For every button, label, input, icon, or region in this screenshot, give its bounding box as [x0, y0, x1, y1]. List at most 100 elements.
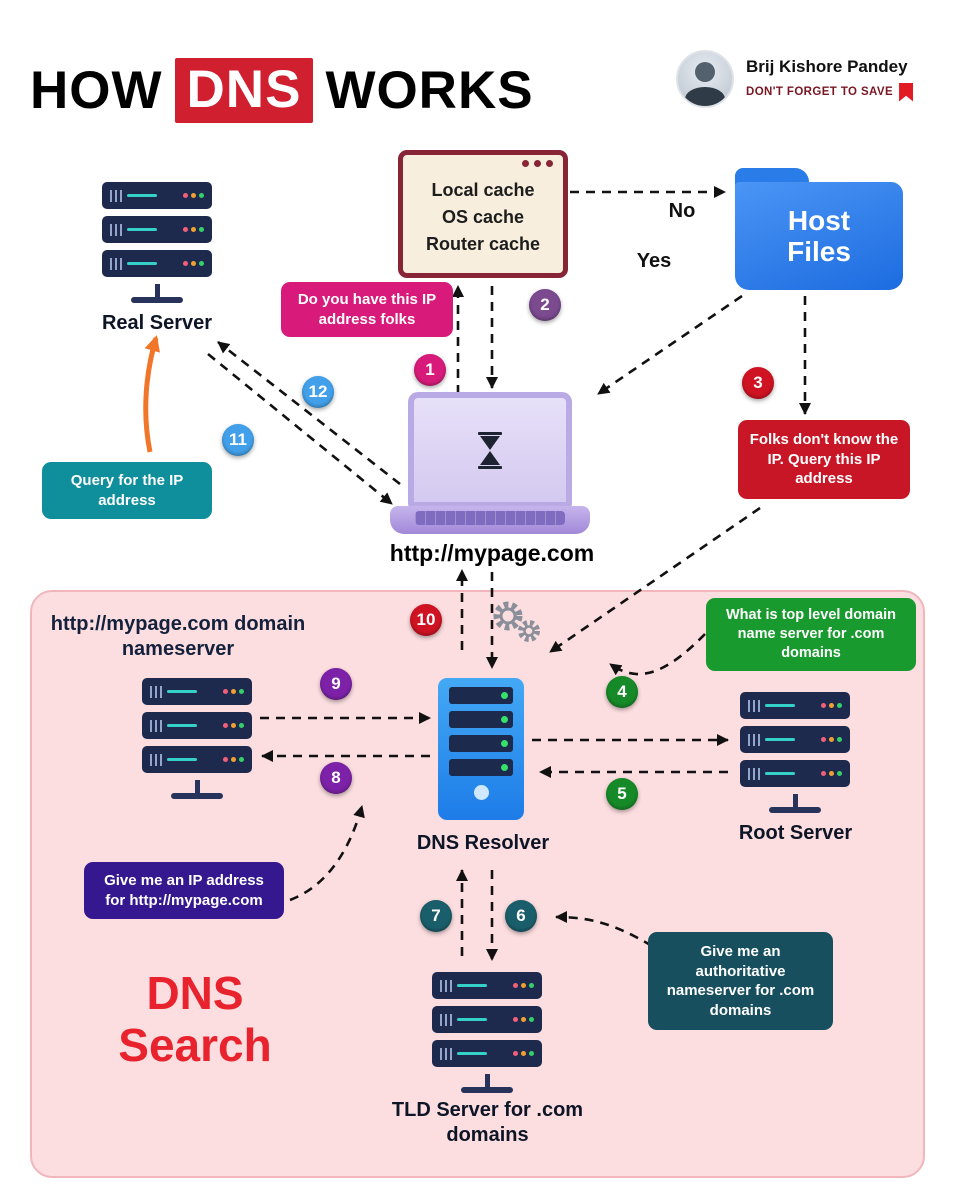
callout-do-you-have: Do you have this IP address folks [281, 282, 453, 337]
server-unit [142, 746, 252, 773]
server-stand [769, 794, 821, 813]
server-line [765, 704, 795, 707]
window-dots-icon [522, 160, 553, 167]
callout-query-ip: Query for the IP address [42, 462, 212, 519]
status-leds [513, 1017, 534, 1022]
step-badge-12: 12 [302, 376, 334, 408]
avatar-head [695, 62, 715, 82]
status-leds [223, 689, 244, 694]
server-unit [142, 678, 252, 705]
step-badge-5: 5 [606, 778, 638, 810]
server-line [127, 194, 157, 197]
step-badge-4: 4 [606, 676, 638, 708]
server-vents-icon [748, 699, 760, 712]
label-no: No [668, 200, 696, 222]
folder-label: Host Files [735, 182, 903, 290]
server-unit [102, 250, 212, 277]
server-unit [740, 760, 850, 787]
real-server-label: Real Server [101, 312, 213, 334]
resolver-slot [449, 759, 513, 776]
callout-give-me-ip: Give me an IP address for http://mypage.… [84, 862, 284, 919]
server-vents-icon [440, 979, 452, 992]
save-note: DON'T FORGET TO SAVE [746, 86, 894, 98]
server-unit [102, 182, 212, 209]
root-server-label: Root Server [738, 822, 853, 844]
laptop-screen [408, 392, 572, 508]
tld-server-label: TLD Server for .com domains [391, 1099, 584, 1146]
server-vents-icon [110, 223, 122, 236]
server-unit [432, 1006, 542, 1033]
server-unit [142, 712, 252, 739]
orange-query-arrow [143, 335, 161, 453]
server-line [127, 228, 157, 231]
avatar-shoulders [685, 87, 725, 106]
status-leds [821, 771, 842, 776]
title-word-works: WORKS [325, 61, 534, 120]
step-badge-10: 10 [410, 604, 442, 636]
step-badge-9: 9 [320, 668, 352, 700]
server-vents-icon [110, 257, 122, 270]
cache-line-local: Local cache [431, 180, 535, 200]
server-stand [171, 780, 223, 799]
server-vents-icon [748, 733, 760, 746]
status-leds [821, 737, 842, 742]
server-line [457, 1052, 487, 1055]
page-title: HOW DNS WORKS [30, 58, 534, 123]
resolver-slot [449, 735, 513, 752]
step-badge-8: 8 [320, 762, 352, 794]
server-line [127, 262, 157, 265]
server-line [457, 984, 487, 987]
author-avatar [676, 50, 734, 108]
server-line [167, 758, 197, 761]
nameserver-title: http://mypage.com domain nameserver [50, 613, 306, 660]
step-badge-6: 6 [505, 900, 537, 932]
resolver-slot [449, 711, 513, 728]
step-badge-2: 2 [529, 289, 561, 321]
title-word-dns: DNS [174, 58, 314, 123]
laptop-base [390, 506, 590, 534]
bookmark-icon [899, 82, 914, 102]
server-unit [432, 972, 542, 999]
hourglass-icon [478, 431, 502, 469]
server-stand [461, 1074, 513, 1093]
cache-box: Local cache OS cache Router cache [398, 150, 568, 278]
server-stand [131, 284, 183, 303]
status-leds [223, 723, 244, 728]
status-leds [183, 261, 204, 266]
server-unit [740, 726, 850, 753]
resolver-slot [449, 687, 513, 704]
root-server-rack [740, 692, 850, 813]
tld-server-rack [432, 972, 542, 1093]
server-unit [740, 692, 850, 719]
label-yes: Yes [636, 250, 672, 272]
dns-resolver-label: DNS Resolver [416, 832, 550, 854]
cache-line-router: Router cache [425, 234, 541, 254]
gears-icon [493, 601, 540, 642]
callout-folks-dont-know: Folks don't know the IP. Query this IP a… [738, 420, 910, 499]
dns-resolver-tower [438, 678, 524, 820]
title-word-how: HOW [30, 61, 163, 120]
real-server-rack [102, 182, 212, 303]
status-leds [183, 227, 204, 232]
laptop-url-label: http://mypage.com [389, 540, 595, 566]
server-line [765, 738, 795, 741]
resolver-power-light [473, 785, 489, 800]
callout-what-is-tld: What is top level domain name server for… [706, 598, 916, 671]
cache-line-os: OS cache [441, 207, 525, 227]
nameserver-rack [142, 678, 252, 799]
dns-search-heading: DNS Search [118, 967, 272, 1071]
author-block: Brij Kishore Pandey DON'T FORGET TO SAVE [676, 50, 914, 108]
server-vents-icon [150, 685, 162, 698]
status-leds [513, 1051, 534, 1056]
step-badge-1: 1 [414, 354, 446, 386]
callout-give-me-auth: Give me an authoritative nameserver for … [648, 932, 833, 1030]
server-vents-icon [440, 1013, 452, 1026]
status-leds [513, 983, 534, 988]
server-vents-icon [748, 767, 760, 780]
server-line [765, 772, 795, 775]
server-vents-icon [110, 189, 122, 202]
server-unit [432, 1040, 542, 1067]
server-vents-icon [440, 1047, 452, 1060]
status-leds [821, 703, 842, 708]
